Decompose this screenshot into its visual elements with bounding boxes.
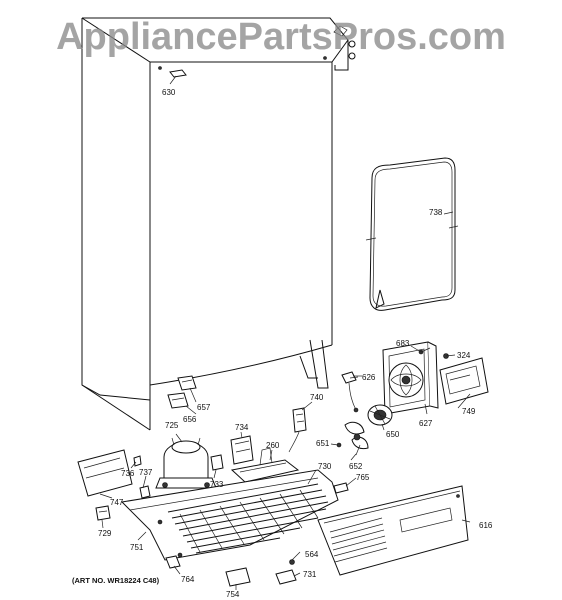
part-labels: 630 738 683 324 626 749 627 740 657 656 … [98,88,493,599]
part-label-765[interactable]: 765 [356,473,370,482]
compressor [155,437,217,489]
access-cover [317,485,469,576]
relay-parts [210,435,254,471]
fan-assembly [382,341,439,415]
fan-motor [367,404,393,426]
part-label-749[interactable]: 749 [462,407,476,416]
part-label-627[interactable]: 627 [419,419,433,428]
condenser-coil [167,483,329,554]
control-board [439,353,489,405]
part-label-650[interactable]: 650 [386,430,400,439]
part-label-651[interactable]: 651 [316,439,330,448]
part-label-740[interactable]: 740 [310,393,324,402]
part-label-738[interactable]: 738 [429,208,443,217]
part-label-737[interactable]: 737 [139,468,153,477]
base-pan [120,469,339,561]
defrost-part [288,407,307,453]
part-label-657[interactable]: 657 [197,403,211,412]
part-label-734[interactable]: 734 [235,423,249,432]
part-label-730[interactable]: 730 [318,462,332,471]
drain-pan [230,447,300,483]
part-label-630[interactable]: 630 [162,88,176,97]
part-label-731[interactable]: 731 [303,570,317,579]
lower-parts [165,482,349,587]
part-label-751[interactable]: 751 [130,543,144,552]
heater-loop [365,157,459,311]
art-number: (ART NO. WR18224 C48) [72,576,160,585]
part-label-733[interactable]: 733 [210,480,224,489]
part-label-754[interactable]: 754 [226,590,240,599]
part-label-683[interactable]: 683 [396,339,410,348]
cabinet [81,17,356,431]
brackets [167,375,197,409]
watermark: AppliancePartsPros.com [56,16,506,58]
part-label-626[interactable]: 626 [362,373,376,382]
part-label-656[interactable]: 656 [183,415,197,424]
part-label-736[interactable]: 736 [121,469,135,478]
part-label-764[interactable]: 764 [181,575,195,584]
part-label-260[interactable]: 260 [266,441,280,450]
fan-blade [336,421,369,456]
part-label-564[interactable]: 564 [305,550,319,559]
part-label-652[interactable]: 652 [349,462,363,471]
part-label-747[interactable]: 747 [110,498,124,507]
part-label-729[interactable]: 729 [98,529,112,538]
part-label-616[interactable]: 616 [479,521,493,530]
leader-lines [99,75,471,590]
left-parts [77,449,151,521]
part-label-725[interactable]: 725 [165,421,179,430]
part-label-324[interactable]: 324 [457,351,471,360]
thermistor [341,371,362,413]
vent-grille [329,517,388,563]
